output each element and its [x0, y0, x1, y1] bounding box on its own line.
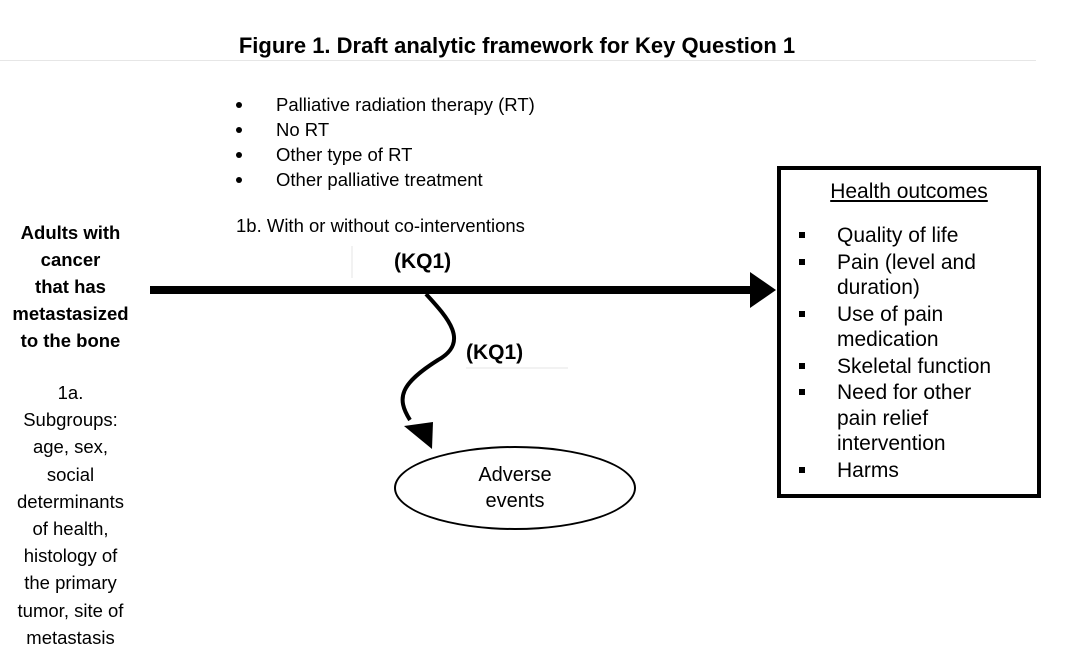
- outcome-line: intervention: [837, 432, 946, 455]
- health-outcomes-box: Health outcomes Quality of life Pain (le…: [777, 166, 1041, 498]
- outcome-line: Use of pain: [837, 302, 944, 326]
- outcome-line: Need for other: [837, 381, 972, 404]
- kq1-adverse-arrow-line: [400, 292, 457, 422]
- outcome-line: medication: [837, 328, 939, 351]
- kq1-adverse-arrowhead: [404, 422, 433, 449]
- title-divider: [0, 60, 1036, 61]
- outcome-line: pain relief: [837, 406, 929, 430]
- population-line: to the bone: [20, 330, 121, 351]
- intervention-label: Other type of RT: [276, 144, 413, 165]
- square-bullet-icon: [799, 362, 805, 369]
- subgroups-line: metastasis: [26, 626, 115, 648]
- subgroups-line: Subgroups:: [23, 409, 118, 431]
- outcome-item: Need for other pain relief intervention: [795, 380, 991, 457]
- kq1-adverse-label: (KQ1): [466, 341, 524, 364]
- square-bullet-icon: [799, 258, 805, 265]
- intervention-list: Palliative radiation therapy (RT) No RT …: [232, 92, 535, 192]
- adverse-events-node: Adverse events: [394, 446, 636, 530]
- subgroups-line: of health,: [32, 518, 109, 540]
- intervention-label: Other palliative treatment: [276, 169, 483, 190]
- outcome-item: Skeletal function: [795, 354, 991, 380]
- figure-title: Figure 1. Draft analytic framework for K…: [238, 33, 796, 58]
- intervention-item: No RT: [232, 117, 535, 142]
- outcome-line: Harms: [837, 458, 899, 482]
- outcome-item: Harms: [795, 458, 991, 484]
- square-bullet-icon: [799, 310, 805, 317]
- health-outcomes-title: Health outcomes: [830, 180, 988, 203]
- outcome-item: Quality of life: [795, 223, 991, 249]
- subgroups-line: 1a.: [57, 382, 84, 403]
- subgroups-line: social: [46, 463, 95, 485]
- intervention-item: Other type of RT: [232, 142, 535, 167]
- bullet-icon: [236, 102, 242, 108]
- square-bullet-icon: [799, 389, 805, 395]
- outcome-line: Pain (level and: [837, 250, 976, 274]
- subgroups-line: determinants: [17, 490, 124, 512]
- square-bullet-icon: [799, 232, 805, 238]
- bullet-icon: [236, 177, 242, 183]
- adverse-events-line: Adverse: [478, 464, 552, 486]
- subgroups-note: 1a. Subgroups: age, sex, social determin…: [0, 379, 141, 651]
- kq1-main-label: (KQ1): [394, 250, 452, 273]
- outcome-item: Use of pain medication: [795, 302, 991, 353]
- bullet-icon: [236, 127, 242, 133]
- population-line: cancer: [40, 249, 101, 270]
- subgroups-line: histology of: [23, 545, 118, 567]
- bullet-icon: [236, 152, 242, 158]
- outcome-item: Pain (level and duration): [795, 250, 991, 301]
- health-outcomes-list: Quality of life Pain (level and duration…: [795, 223, 991, 484]
- intervention-label: Palliative radiation therapy (RT): [276, 94, 535, 115]
- subgroups-line: tumor, site of: [17, 599, 124, 621]
- kq1-main-arrowhead: [750, 272, 776, 308]
- square-bullet-icon: [799, 466, 805, 473]
- intervention-item: Other palliative treatment: [232, 167, 535, 192]
- population-line: metastasized: [12, 303, 129, 324]
- subgroups-line: the primary: [24, 572, 117, 594]
- outcome-line: Skeletal function: [837, 354, 992, 378]
- outcome-line: duration): [837, 276, 920, 299]
- cointerventions-note: 1b. With or without co-interventions: [236, 215, 525, 236]
- intervention-item: Palliative radiation therapy (RT): [232, 92, 535, 117]
- outcome-line: Quality of life: [837, 224, 959, 247]
- subgroups-line: age, sex,: [32, 436, 109, 458]
- intervention-label: No RT: [276, 119, 330, 140]
- population-box: Adults with cancer that has metastasized…: [0, 219, 141, 354]
- population-line: Adults with: [20, 222, 121, 243]
- adverse-events-line: events: [485, 490, 545, 512]
- population-line: that has: [35, 276, 106, 297]
